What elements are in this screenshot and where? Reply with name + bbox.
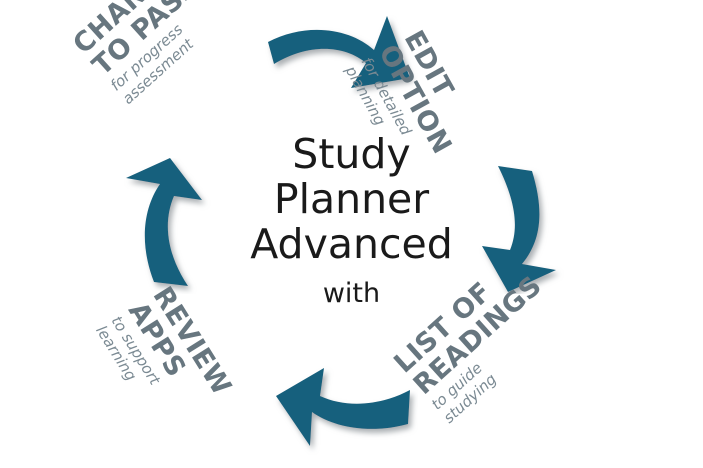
step-title-line-1: EDIT: [397, 25, 460, 103]
center-title-line-3: Advanced: [250, 220, 453, 268]
step-sub-line-2: learning: [92, 322, 141, 384]
step-sub-line-2: studying: [439, 370, 501, 427]
curved-arrow-down-icon: [470, 158, 582, 294]
step-label-edit-option: EDIT OPTION for detailed planning: [342, 26, 536, 273]
step-sub-line-1: for progress: [106, 20, 187, 95]
curved-arrow-right-icon: [258, 6, 418, 106]
step-title-line-1: REVIEW: [146, 281, 238, 401]
step-sub-line-2: assessment: [118, 34, 197, 108]
center-connector-text: with: [322, 278, 381, 309]
center-title-block: Study Planner Advanced with: [0, 132, 703, 309]
step-title-line-2: READINGS: [407, 270, 548, 401]
step-sub-line-1: to support: [107, 312, 164, 388]
step-sub-line-2: planning: [341, 62, 390, 129]
step-title-line-1: LIST OF: [388, 276, 498, 380]
center-title-line-2: Planner: [273, 175, 430, 223]
step-label-review-apps: REVIEW APPS to support learning: [92, 281, 294, 468]
step-sub-line-1: to guide: [427, 358, 486, 414]
step-label-chance-to-pass: CHANCE TO PASS for progress assessment: [67, 0, 302, 108]
step-title-line-2: OPTION: [372, 39, 458, 160]
step-title-line-2: APPS: [121, 296, 192, 383]
step-title-line-1: CHANCE: [67, 0, 183, 61]
center-title-line-1: Study: [292, 130, 411, 178]
step-title-line-2: TO PASS: [86, 0, 205, 82]
curved-arrow-left-icon: [268, 358, 418, 458]
curved-arrow-up-icon: [108, 158, 220, 294]
step-sub-line-1: for detailed: [357, 54, 416, 139]
step-label-list-of-readings: LIST OF READINGS to guide studying: [388, 203, 623, 427]
